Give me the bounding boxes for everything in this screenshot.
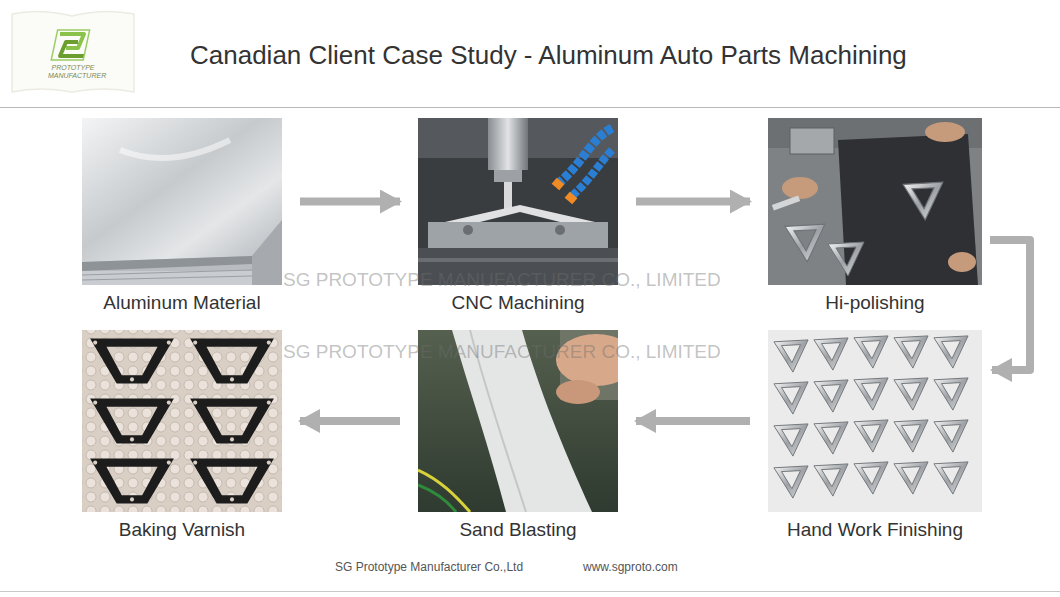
logo bbox=[12, 11, 134, 92]
varnished-parts-photo bbox=[82, 330, 282, 512]
step-caption: Baking Varnish bbox=[80, 519, 284, 541]
polishing-photo bbox=[768, 118, 982, 285]
finished-parts-photo bbox=[768, 330, 982, 512]
watermark: SG PROTOTYPE MANUFACTURER CO., LIMITED bbox=[283, 341, 721, 364]
process-step: Hand Work Finishing bbox=[766, 330, 984, 541]
aluminum-sheet-photo bbox=[82, 118, 282, 285]
step-caption: Hand Work Finishing bbox=[766, 519, 984, 541]
process-step: Hi-polishing bbox=[766, 118, 984, 314]
rule bbox=[0, 107, 1060, 108]
flow-arrow bbox=[300, 198, 400, 206]
flow-arrow bbox=[300, 417, 400, 425]
process-step: Aluminum Material bbox=[80, 118, 284, 314]
title: Canadian Client Case Study - Aluminum Au… bbox=[190, 40, 907, 71]
watermark: SG PROTOTYPE MANUFACTURER CO., LIMITED bbox=[283, 269, 721, 292]
footer-company: SG Prototype Manufacturer Co.,Ltd bbox=[335, 560, 523, 574]
process-step: Baking Varnish bbox=[80, 330, 284, 541]
cnc-machine-photo bbox=[418, 118, 618, 285]
rule bbox=[0, 591, 1060, 592]
step-caption: CNC Machining bbox=[416, 292, 620, 314]
footer-website: www.sgproto.com bbox=[583, 560, 678, 574]
flow-arrow bbox=[990, 240, 1030, 370]
logo-text: PROTOTYPE MANUFACTURER bbox=[48, 64, 98, 81]
step-caption: Aluminum Material bbox=[80, 292, 284, 314]
flow-arrow bbox=[636, 417, 750, 425]
step-caption: Sand Blasting bbox=[416, 519, 620, 541]
step-caption: Hi-polishing bbox=[766, 292, 984, 314]
flow-arrow bbox=[636, 198, 750, 206]
